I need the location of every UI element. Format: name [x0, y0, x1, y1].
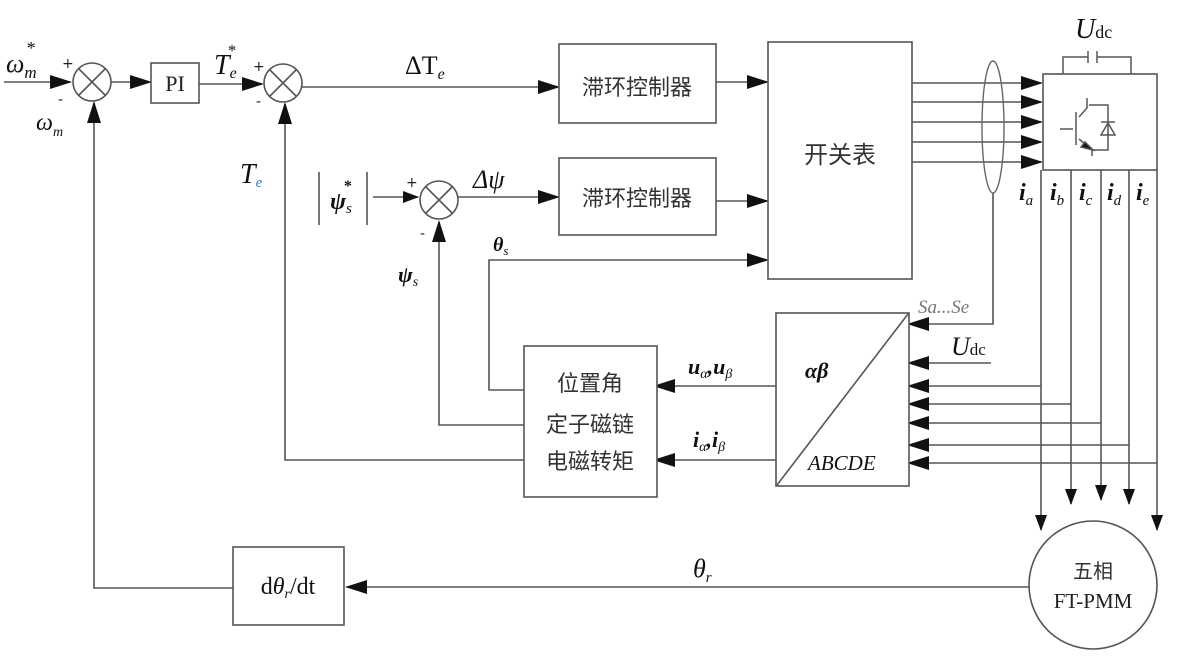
transform-divider: [776, 313, 909, 486]
sum2-plus-sign: +: [253, 59, 265, 75]
i-alpha-beta-label: iα,iβ: [693, 427, 725, 455]
transform-top-label: αβ: [805, 358, 829, 383]
torque-fb-label: Te: [240, 159, 263, 191]
torque-ref-label: Te*: [214, 41, 237, 82]
torque-feedback-line: [278, 102, 527, 461]
delta-flux-label: Δψ: [472, 165, 505, 194]
sum1-minus-sign: -: [58, 92, 63, 108]
gate-bundle-ellipse: [981, 60, 1005, 194]
phase-current-c-label: ic: [1079, 180, 1093, 209]
theta-r-label: θr: [693, 554, 712, 586]
sum3-minus-sign: -: [420, 226, 425, 242]
motor-block: [1028, 520, 1158, 650]
estimator-label-torque: 电磁转矩: [546, 450, 634, 475]
sum1-plus-sign: +: [62, 56, 74, 72]
hysteresis-controller-torque: [558, 43, 717, 124]
phase-current-labels: ia ib ic id ie: [1019, 180, 1150, 209]
theta-s-label: θs: [493, 234, 508, 258]
pi-controller-block: [150, 62, 200, 104]
switch-table-block: [767, 41, 913, 280]
switch-table-label: 开关表: [804, 141, 876, 169]
motor-label-phases: 五相: [1073, 559, 1113, 583]
inverter-block: [1042, 73, 1158, 171]
hysteresis-controller-flux: [558, 157, 717, 236]
motor-label-model: FT-PMM: [1054, 589, 1133, 613]
derivative-block: [232, 546, 345, 626]
theta-s-line: [488, 253, 769, 391]
u-alpha-beta-label: uα,uβ: [688, 354, 732, 382]
phase-current-d-label: id: [1107, 180, 1122, 209]
current-tap-lines: [907, 379, 1157, 470]
flux-feedback-line: [432, 220, 527, 426]
sum3-plus-sign: +: [406, 175, 418, 191]
hysteresis-torque-label: 滞环控制器: [582, 76, 692, 101]
phase-current-e-label: ie: [1136, 180, 1150, 209]
estimator-label-flux: 定子磁链: [546, 413, 634, 438]
phase-current-lines: [1035, 170, 1163, 531]
phase-current-b-label: ib: [1050, 180, 1065, 209]
sum-junction-speed: [72, 62, 112, 102]
igbt-icon: [1060, 98, 1117, 156]
omega-meas-label: ωm: [36, 110, 63, 140]
sum-junction-flux: [419, 180, 459, 220]
switch-states-line: [907, 193, 994, 331]
delta-torque-label: ΔTe: [405, 51, 445, 83]
sum2-minus-sign: -: [256, 94, 261, 110]
omega-ref-label: ωm*: [6, 38, 37, 82]
pi-controller-label: PI: [165, 71, 185, 96]
derivative-label: dθr/dt: [261, 574, 316, 602]
flux-ref-label: ψs*: [330, 178, 352, 217]
estimator-label-position: 位置角: [557, 372, 623, 397]
dc-link-capacitor-icon: [1062, 51, 1132, 74]
flux-fb-label: ψs: [398, 262, 419, 290]
phase-current-a-label: ia: [1019, 180, 1033, 209]
hysteresis-flux-label: 滞环控制器: [582, 187, 692, 212]
switch-states-label: Sa...Se: [918, 297, 969, 318]
speed-feedback-line: [87, 101, 233, 589]
gate-signal-lines: [912, 76, 1043, 169]
transform-bottom-label: ABCDE: [806, 451, 876, 475]
estimator-block: [523, 345, 658, 498]
sum-junction-torque: [263, 63, 303, 103]
udc-top-label: Udc: [1075, 14, 1112, 45]
udc-side-label: Udc: [951, 332, 986, 361]
